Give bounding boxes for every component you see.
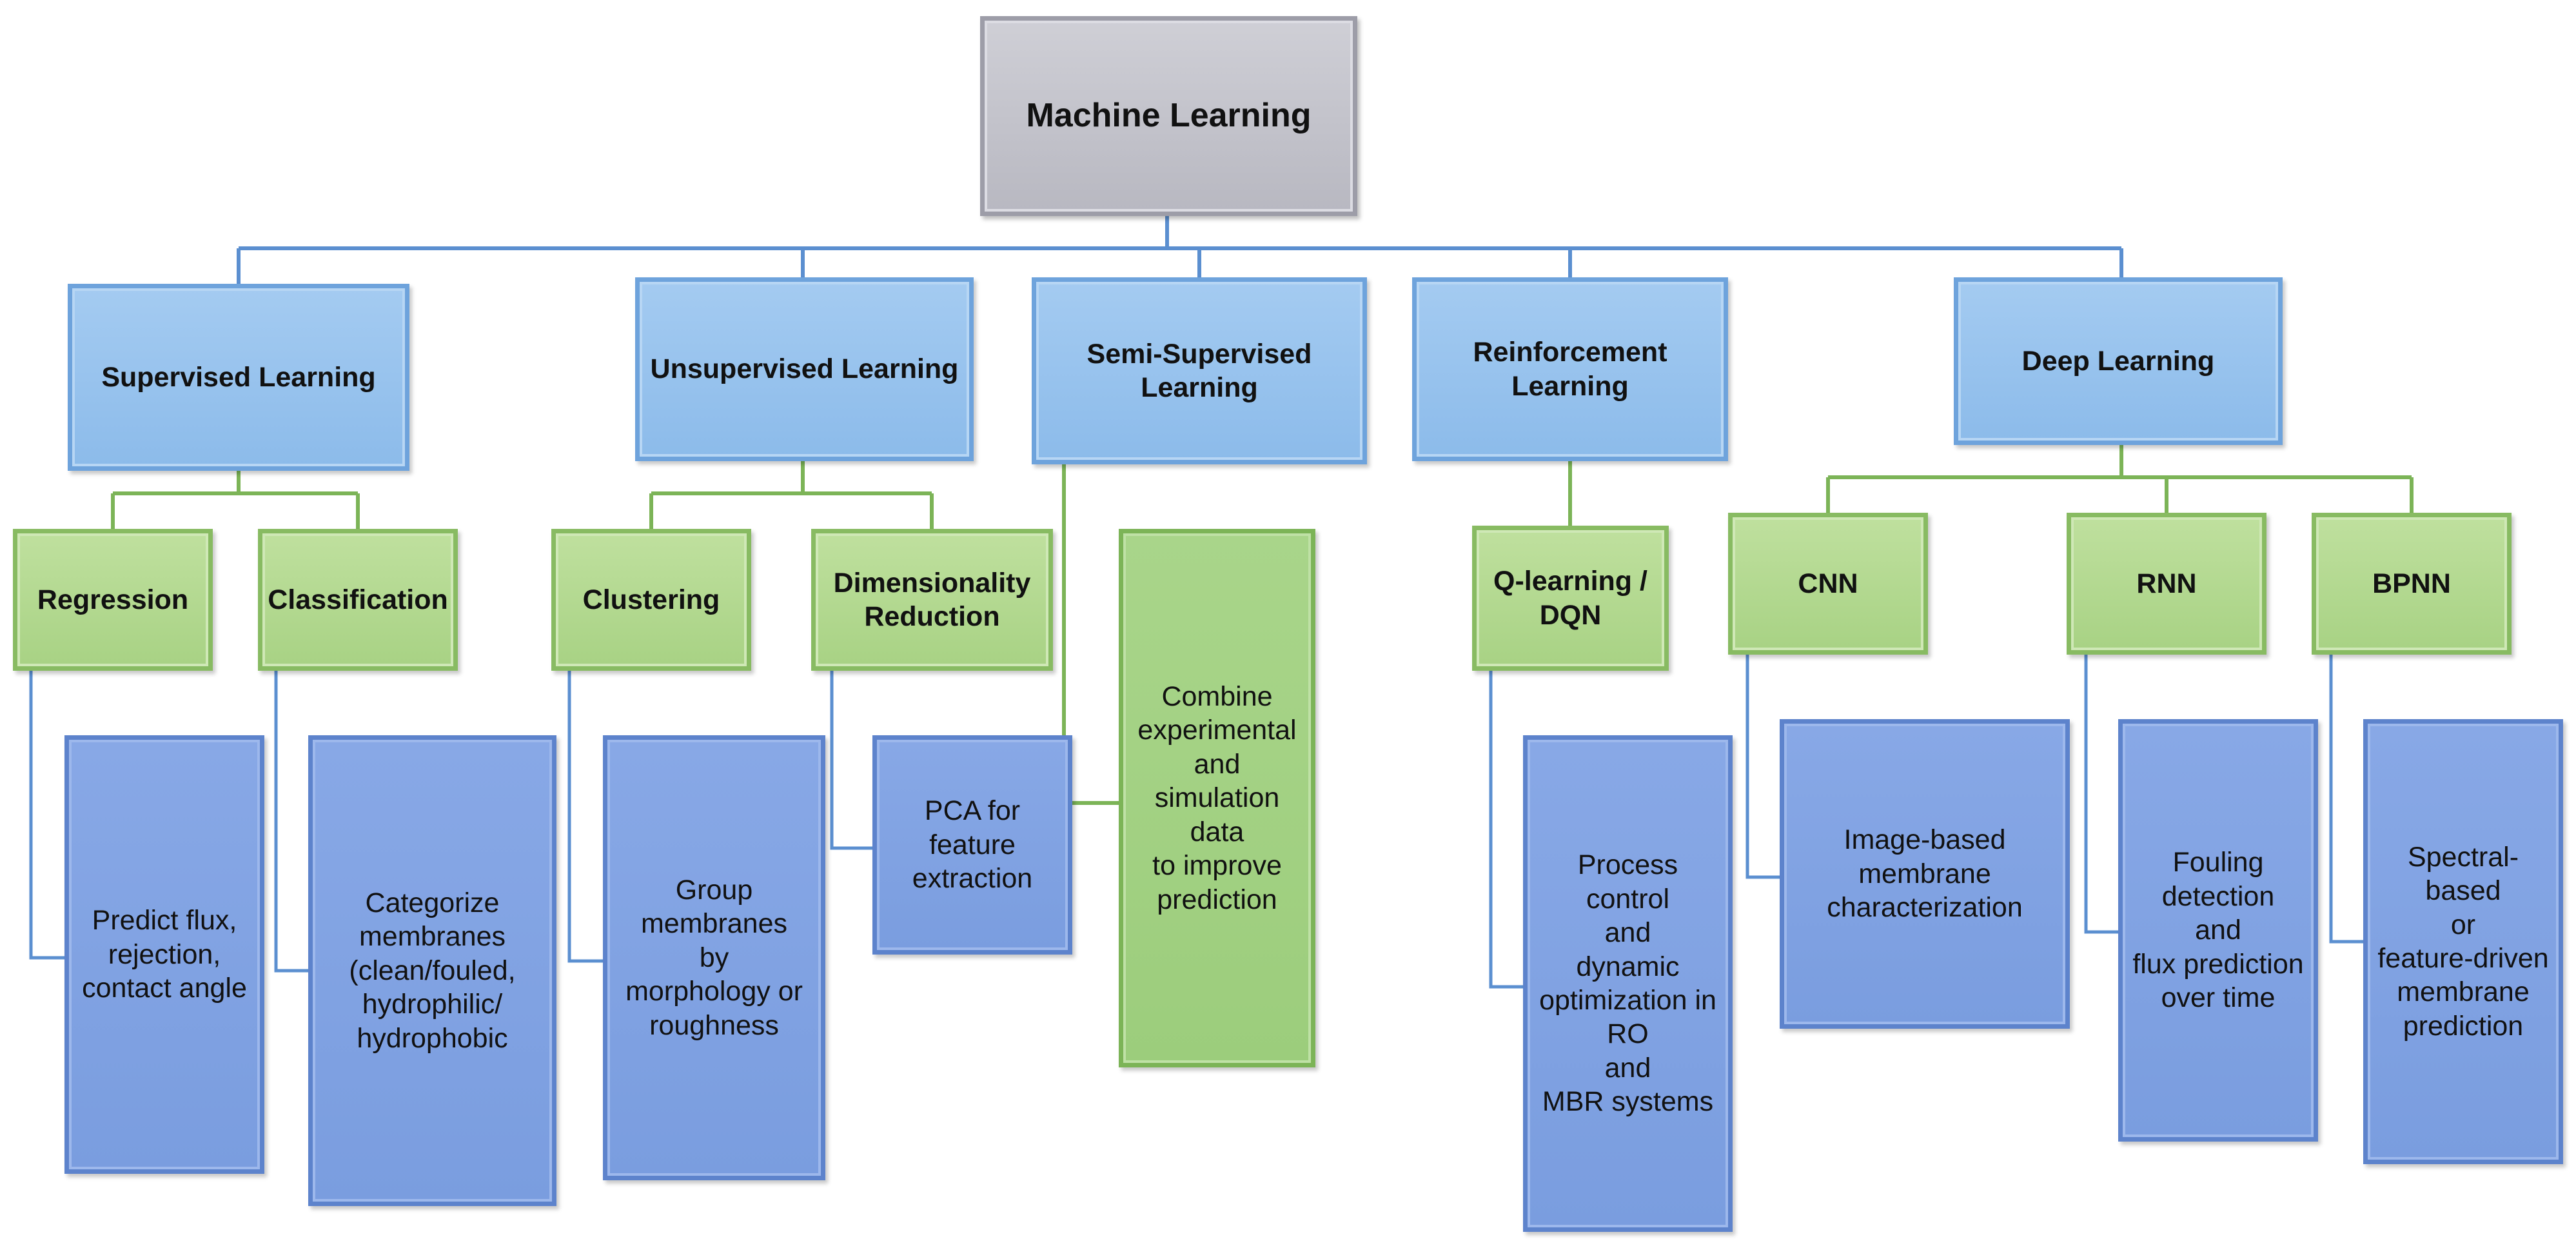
application-text: Categorize membranes (clean/fouled, hydr… <box>349 887 516 1054</box>
application-dimensionality-reduction: PCA for feature extraction <box>872 735 1072 955</box>
application-text: Combine experimental and simulation data… <box>1137 680 1297 915</box>
connector-cnn-application <box>1745 655 1780 879</box>
application-text: Fouling detection and flux prediction ov… <box>2132 847 2304 1014</box>
connector-deep-methods <box>1826 445 2414 513</box>
connector-dimensionality-application <box>830 671 872 850</box>
connector-clustering-application <box>567 671 603 963</box>
application-cnn: Image-based membrane characterization <box>1780 719 2070 1029</box>
connector-q-learning-application <box>1489 671 1523 989</box>
category-label: Unsupervised Learning <box>650 353 959 385</box>
application-text: PCA for feature extraction <box>912 795 1033 895</box>
application-clustering: Group membranes by morphology or roughne… <box>603 735 825 1180</box>
application-text: Image-based membrane characterization <box>1827 824 2023 924</box>
category-label: Deep Learning <box>2021 345 2215 377</box>
connector-regression-application <box>29 671 64 960</box>
application-text: Group membranes by morphology or roughne… <box>625 874 803 1041</box>
category-deep-learning: Deep Learning <box>1954 277 2283 445</box>
method-bpnn: BPNN <box>2312 513 2512 655</box>
category-label: Supervised Learning <box>101 361 376 393</box>
application-text: Predict flux, rejection, contact angle <box>82 905 247 1004</box>
category-unsupervised-learning: Unsupervised Learning <box>635 277 974 461</box>
category-supervised-learning: Supervised Learning <box>68 284 409 471</box>
connector-unsupervised-methods <box>649 461 934 529</box>
root-node-machine-learning: Machine Learning <box>980 16 1357 216</box>
root-label: Machine Learning <box>1026 97 1312 135</box>
method-label: RNN <box>2136 568 2197 599</box>
method-q-learning-dqn: Q-learning / DQN <box>1472 526 1669 671</box>
method-label: CNN <box>1798 568 1858 599</box>
application-bpnn: Spectral-based or feature-driven membran… <box>2363 719 2563 1164</box>
method-dimensionality-reduction: Dimensionality Reduction <box>811 529 1053 671</box>
method-label: Classification <box>268 584 448 615</box>
connector-rnn-application <box>2084 655 2118 934</box>
application-classification: Categorize membranes (clean/fouled, hydr… <box>308 735 556 1206</box>
connector-classification-application <box>274 671 308 973</box>
connector-bpnn-application <box>2329 655 2363 944</box>
method-label: Q-learning / DQN <box>1493 566 1647 631</box>
application-semi-supervised: Combine experimental and simulation data… <box>1119 529 1315 1067</box>
method-classification: Classification <box>258 529 458 671</box>
method-label: Clustering <box>582 584 720 615</box>
connector-supervised-methods <box>111 471 360 529</box>
category-label: Semi-Supervised Learning <box>1086 338 1312 403</box>
method-label: Regression <box>37 584 189 615</box>
application-connectors <box>29 655 2363 989</box>
category-label: Reinforcement Learning <box>1473 337 1667 402</box>
method-clustering: Clustering <box>551 529 751 671</box>
method-rnn: RNN <box>2067 513 2266 655</box>
category-reinforcement-learning: Reinforcement Learning <box>1412 277 1728 461</box>
method-regression: Regression <box>13 529 213 671</box>
method-label: BPNN <box>2372 568 2451 599</box>
application-regression: Predict flux, rejection, contact angle <box>64 735 264 1174</box>
application-q-learning: Process control and dynamic optimization… <box>1523 735 1733 1232</box>
application-text: Spectral-based or feature-driven membran… <box>2377 841 2549 1042</box>
method-label: Dimensionality Reduction <box>833 567 1031 632</box>
application-text: Process control and dynamic optimization… <box>1539 849 1716 1118</box>
category-semi-supervised-learning: Semi-Supervised Learning <box>1032 277 1367 464</box>
root-connectors <box>237 216 2123 284</box>
application-rnn: Fouling detection and flux prediction ov… <box>2118 719 2318 1142</box>
method-cnn: CNN <box>1728 513 1928 655</box>
